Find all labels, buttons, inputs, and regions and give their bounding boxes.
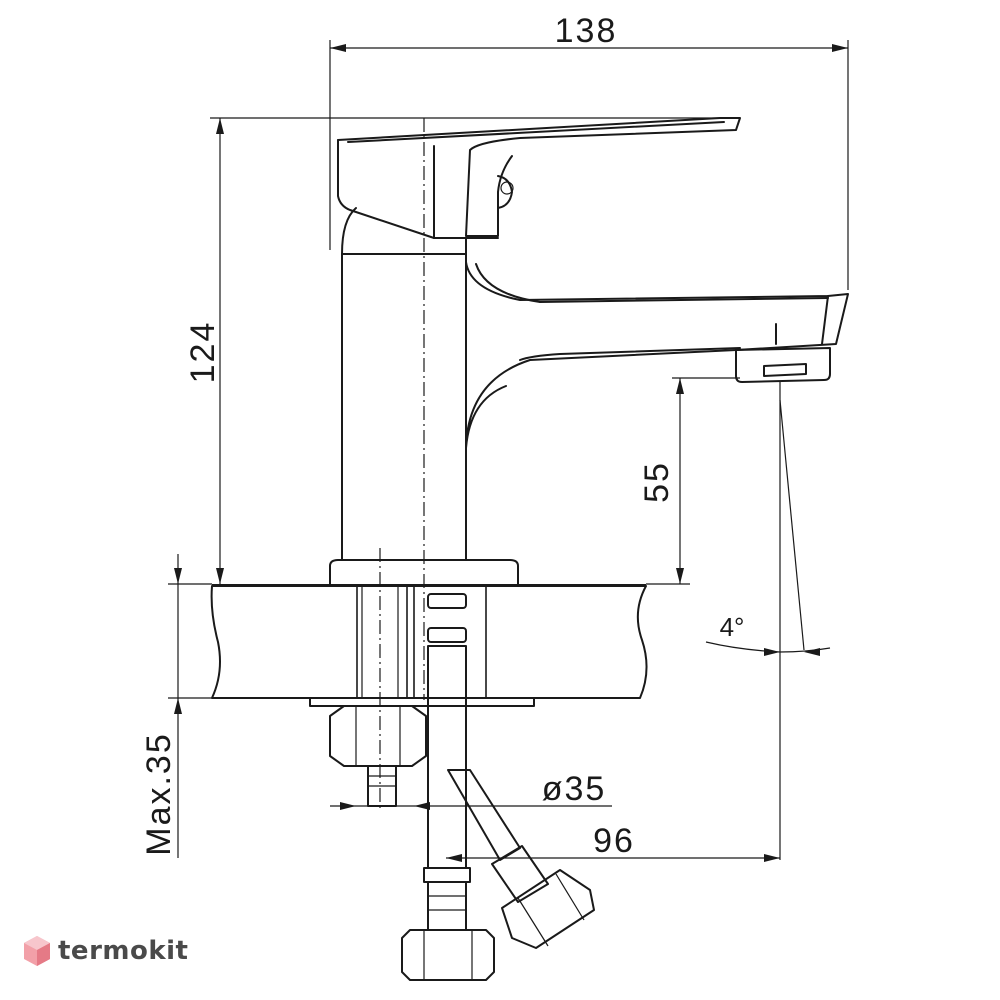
- dim-width-label: 138: [555, 12, 618, 50]
- flexible-hoses: [401, 593, 595, 981]
- deck-top-surface: [212, 584, 646, 587]
- dimension-lines: [168, 40, 849, 862]
- dim-deck-thickness-label: Max.35: [140, 732, 178, 856]
- mounting-hole: [356, 585, 408, 699]
- dim-angle-label: 4°: [720, 612, 745, 642]
- mounting-hardware: [309, 548, 535, 812]
- main-column: [341, 253, 467, 561]
- dim-reach-label: 96: [593, 822, 635, 860]
- dim-clearance-label: 55: [638, 461, 676, 503]
- hose-nut-straight: [401, 929, 495, 981]
- brand-name: termokit: [58, 936, 189, 966]
- hose-nut-angled: [501, 869, 595, 949]
- aerator: [735, 347, 831, 383]
- handle-screw: [500, 181, 514, 195]
- cube-icon: [24, 936, 50, 966]
- spout: [465, 349, 737, 561]
- hose-angled: [447, 769, 521, 861]
- faucet-body: [329, 117, 849, 700]
- brand-logo: termokit: [22, 934, 188, 968]
- countertop-hatch: [210, 585, 648, 699]
- dim-height-label: 124: [184, 321, 222, 384]
- dim-hole-diameter-label: ø35: [542, 770, 607, 808]
- lever-handle: [337, 117, 741, 237]
- washer: [309, 697, 535, 707]
- hex-nut: [329, 705, 427, 767]
